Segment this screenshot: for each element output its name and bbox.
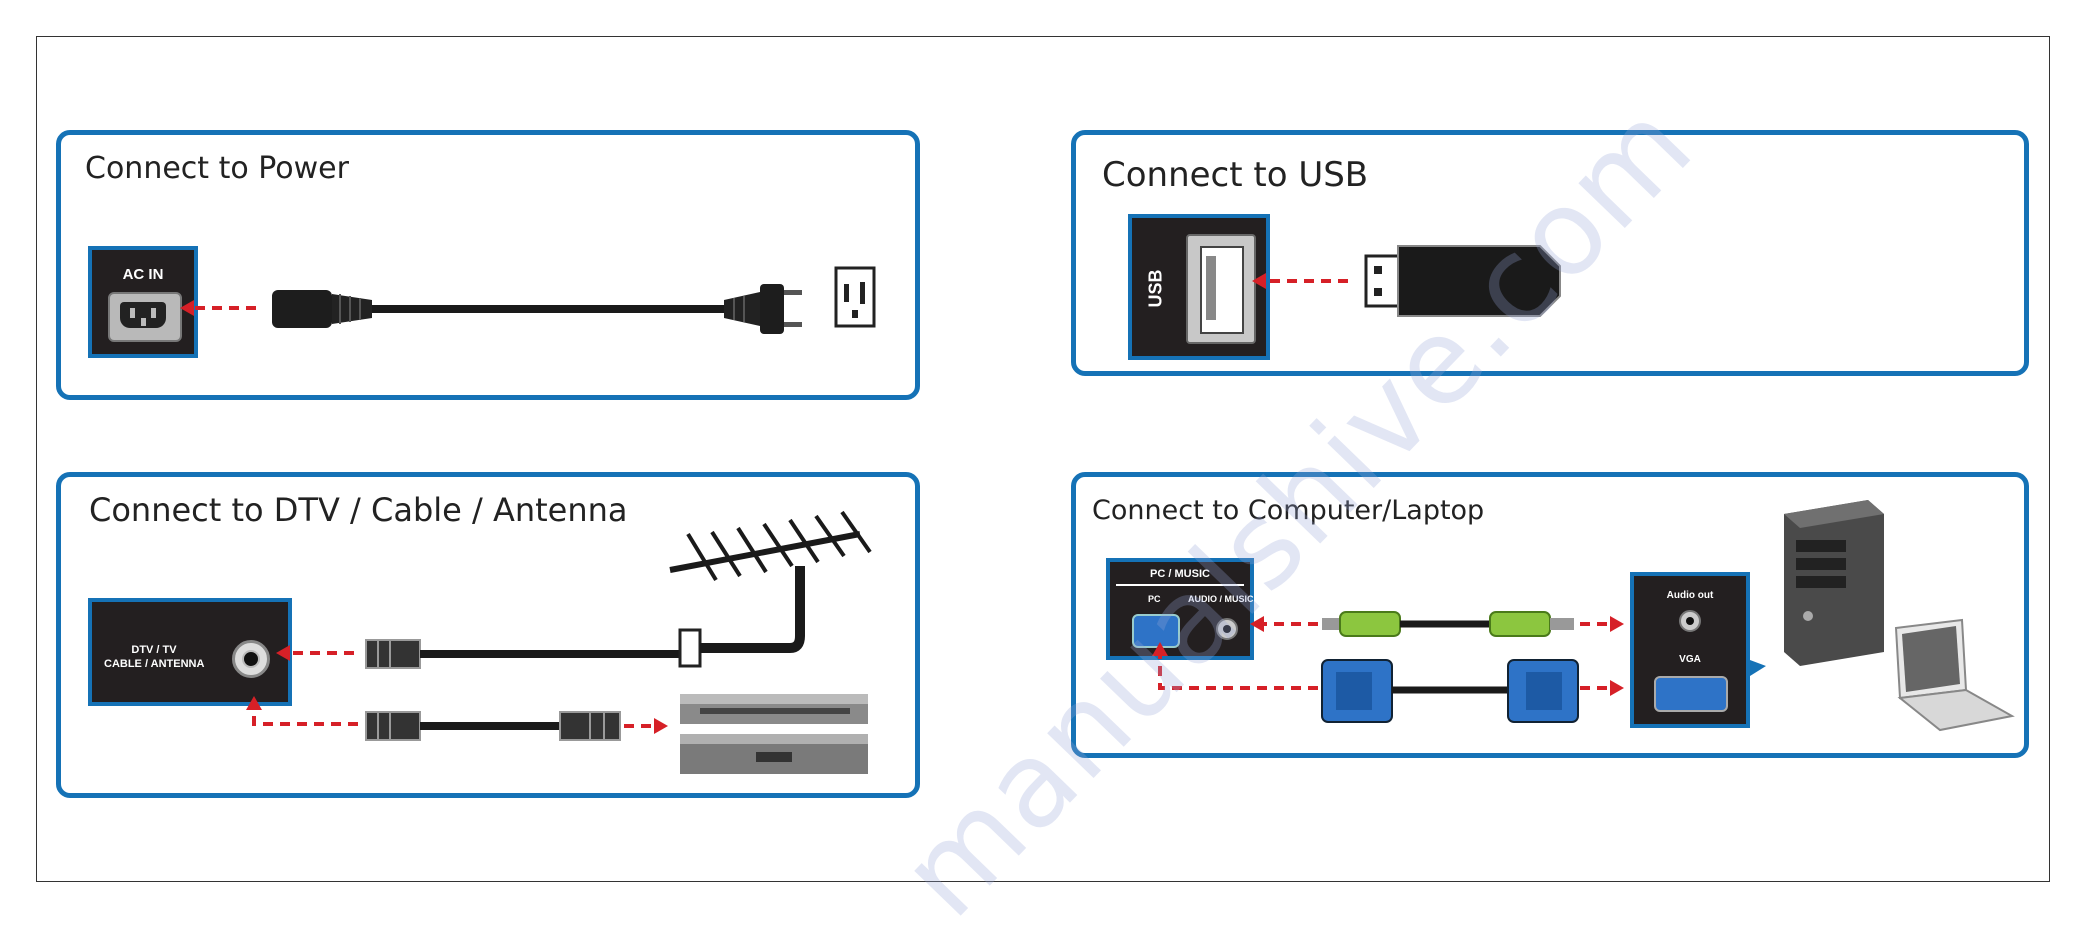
dtv-title: Connect to DTV / Cable / Antenna	[89, 491, 628, 529]
usb-title: Connect to USB	[1102, 155, 1369, 195]
audio-music-label: AUDIO / MUSIC	[1188, 594, 1254, 604]
dtv-label-line2: CABLE / ANTENNA	[104, 658, 205, 670]
usb-port-box: USB	[1128, 214, 1270, 360]
power-cable-illustration	[180, 266, 876, 334]
computer-illustration	[1152, 500, 2015, 732]
pc-music-port-box: PC / MUSIC PC AUDIO / MUSIC	[1106, 558, 1254, 660]
power-title: Connect to Power	[85, 151, 349, 186]
vga-out-port-icon	[1654, 676, 1728, 712]
audio-out-label: Audio out	[1666, 590, 1714, 601]
ac-socket-icon	[108, 292, 182, 342]
ac-in-port-box: AC IN	[88, 246, 198, 358]
usb-drive-illustration	[1252, 245, 1561, 317]
coax-socket-icon	[232, 640, 270, 678]
computer-title: Connect to Computer/Laptop	[1092, 495, 1485, 526]
antenna-illustration	[246, 510, 872, 774]
ac-in-label: AC IN	[122, 266, 164, 283]
pc-label: PC	[1148, 594, 1161, 604]
audio-out-jack-icon	[1679, 610, 1701, 632]
page-frame	[36, 36, 2050, 882]
power-panel: Connect to Power	[56, 130, 920, 400]
vga-out-label: VGA	[1679, 654, 1701, 665]
vga-port-icon	[1132, 614, 1180, 648]
dtv-port-box: DTV / TV CABLE / ANTENNA	[88, 598, 292, 706]
usb-socket-icon	[1186, 234, 1256, 344]
computer-output-box: Audio out VGA	[1630, 572, 1750, 728]
pc-music-label: PC / MUSIC	[1150, 568, 1210, 580]
dtv-label-line1: DTV / TV	[131, 644, 177, 656]
audio-jack-icon	[1216, 618, 1238, 640]
